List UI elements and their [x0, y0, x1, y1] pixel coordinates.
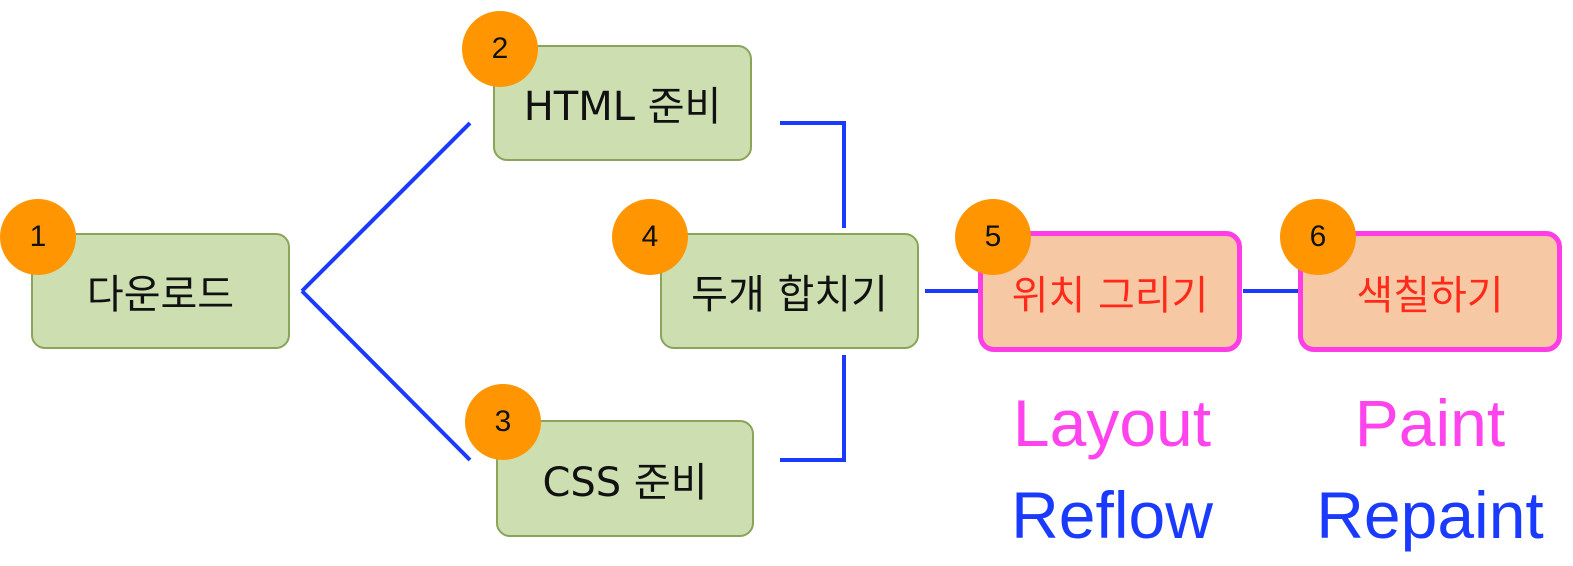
term-paint: Paint: [1354, 386, 1506, 460]
connector-download-html: [300, 121, 472, 293]
node-download-label: 다운로드: [86, 272, 235, 318]
node-layout-label: 위치 그리기: [1011, 272, 1209, 319]
node-css-prep: CSS 준비: [496, 420, 754, 537]
step-badge-5: 5: [955, 199, 1031, 275]
connector-css-merge: [780, 355, 846, 462]
step-badge-6: 6: [1280, 199, 1356, 275]
node-html-prep: HTML 준비: [493, 45, 752, 161]
step-badge-3: 3: [465, 384, 541, 460]
step-badge-4: 4: [612, 199, 688, 275]
node-css-prep-label: CSS 준비: [542, 459, 708, 506]
connector-download-css: [300, 289, 472, 462]
node-merge: 두개 합치기: [660, 233, 919, 349]
term-reflow: Reflow: [1011, 478, 1213, 552]
node-download: 다운로드: [31, 233, 290, 349]
term-layout: Layout: [1012, 386, 1212, 460]
connector-html-merge: [780, 121, 846, 228]
term-repaint: Repaint: [1316, 478, 1544, 552]
node-html-prep-label: HTML 준비: [523, 84, 722, 130]
node-merge-label: 두개 합치기: [691, 272, 888, 318]
step-badge-1: 1: [0, 199, 76, 275]
step-badge-2: 2: [462, 11, 538, 87]
node-paint: 색칠하기: [1298, 231, 1562, 352]
node-paint-label: 색칠하기: [1356, 272, 1504, 319]
